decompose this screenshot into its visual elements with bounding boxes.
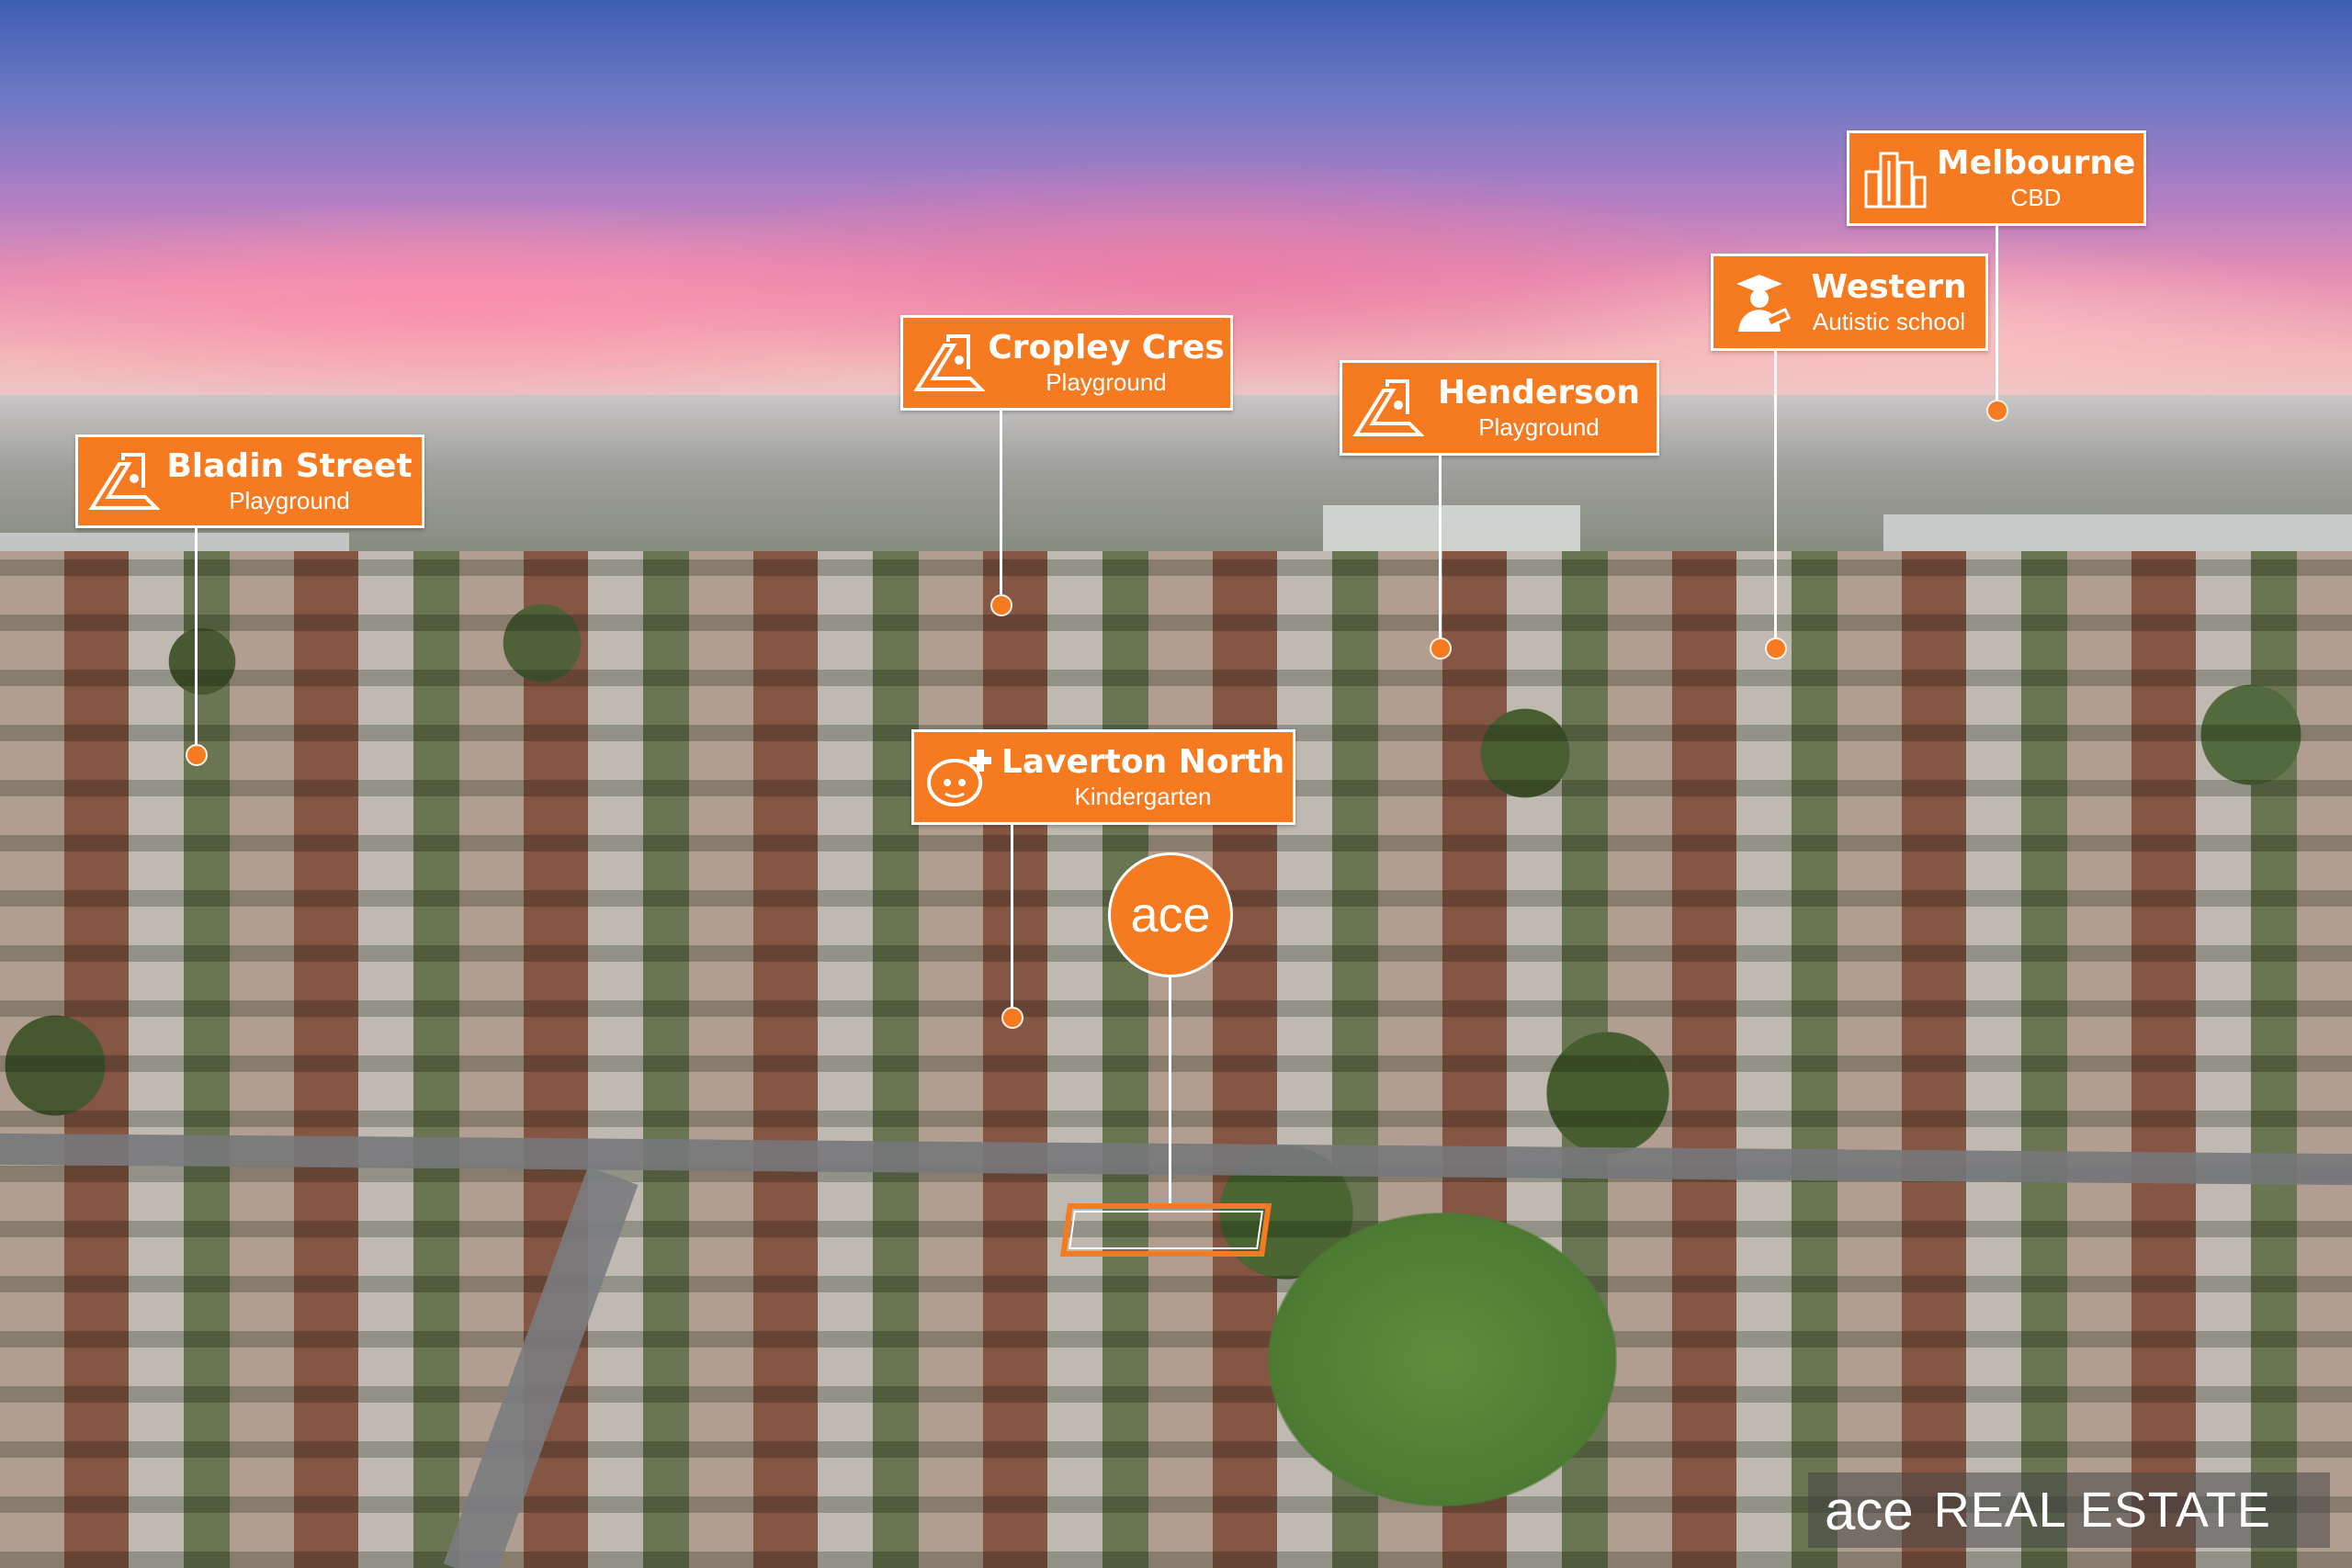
label-subtitle: Playground [1046, 368, 1167, 396]
playground-slide-icon [912, 332, 986, 394]
location-dot [990, 594, 1012, 616]
ace-real-estate-watermark: ace REAL ESTATE [1808, 1472, 2330, 1548]
kindergarten-icon [923, 746, 997, 808]
playground-slide-icon [87, 450, 161, 513]
watermark-brand: ace [1825, 1479, 1914, 1541]
label-subtitle: Playground [229, 487, 350, 514]
label-title: Laverton North [1001, 743, 1285, 781]
label-subtitle: Autistic school [1812, 308, 1966, 335]
location-dot [1986, 400, 2008, 422]
pointer-line [1169, 976, 1171, 1205]
location-dot [1001, 1007, 1023, 1029]
green-park [1268, 1213, 1617, 1506]
label-title: Cropley Cres [988, 329, 1225, 367]
pointer-line [1011, 825, 1013, 1018]
label-western: Western Autistic school [1711, 254, 1988, 351]
city-buildings-icon [1859, 147, 1932, 209]
label-henderson: Henderson Playground [1340, 360, 1659, 456]
watermark-text: REAL ESTATE [1933, 1483, 2271, 1538]
label-subtitle: Playground [1478, 413, 1600, 441]
label-melbourne-cbd: Melbourne CBD [1847, 130, 2146, 226]
ace-location-pin: ace [1108, 852, 1233, 977]
pointer-line [1439, 456, 1442, 639]
label-laverton-north: Laverton North Kindergarten [911, 729, 1295, 825]
playground-slide-icon [1351, 377, 1425, 439]
pointer-line [1996, 226, 1998, 410]
label-cropley-cres: Cropley Cres Playground [900, 315, 1233, 411]
suburban-houses [0, 551, 2352, 1568]
pointer-line [195, 528, 198, 749]
location-dot [1765, 637, 1787, 660]
graduate-icon [1723, 271, 1796, 333]
location-dot [186, 744, 208, 766]
pin-text: ace [1130, 887, 1211, 942]
label-title: Henderson [1438, 374, 1640, 412]
property-outline [1059, 1203, 1272, 1257]
pointer-line [1000, 411, 1002, 594]
label-bladin-street: Bladin Street Playground [75, 434, 424, 528]
label-title: Western [1811, 268, 1967, 306]
location-dot [1430, 637, 1452, 660]
label-title: Bladin Street [166, 447, 413, 485]
pointer-line [1774, 351, 1777, 645]
label-title: Melbourne [1936, 144, 2136, 182]
label-subtitle: Kindergarten [1074, 783, 1212, 810]
label-subtitle: CBD [2010, 184, 2062, 211]
